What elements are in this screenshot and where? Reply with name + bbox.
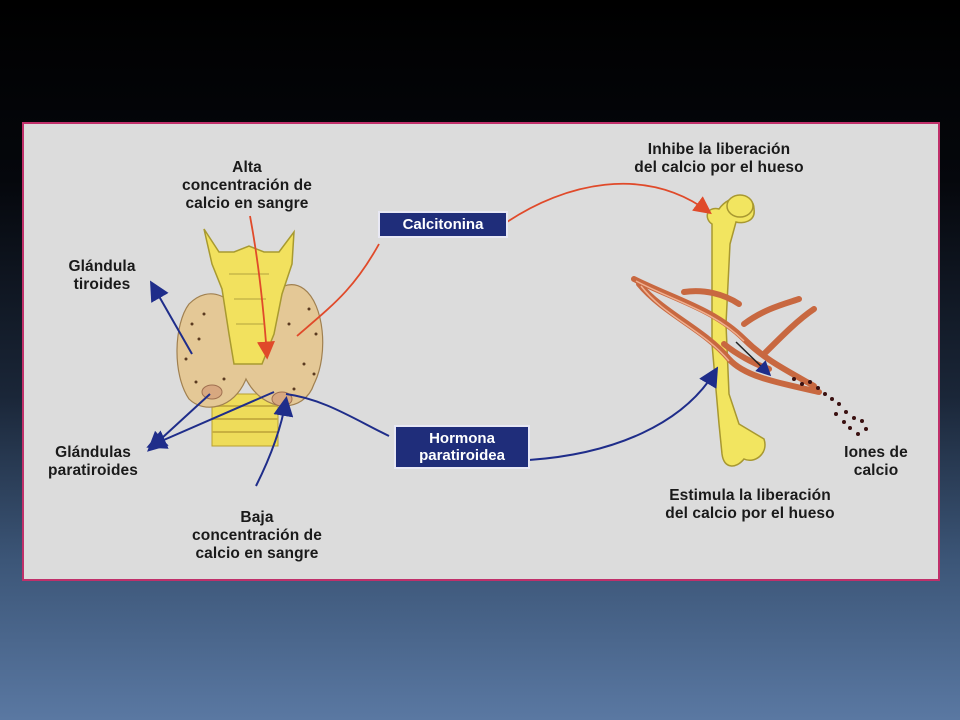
label-parathyroid-glands: Glándulas paratiroides	[48, 444, 138, 479]
diagram-panel: Alta concentración de calcio en sangre I…	[22, 122, 940, 581]
parathyroid-arrows	[146, 280, 719, 487]
label-high-calcium: Alta concentración de calcio en sangre	[182, 159, 312, 212]
femur-bone-illustration	[706, 194, 766, 467]
box-parathyroid-hormone: Hormona paratiroidea	[394, 425, 530, 469]
label-calcium-ions: Iones de calcio	[844, 444, 908, 479]
box-calcitonin: Calcitonina	[378, 211, 508, 238]
calcitonin-arrows	[249, 182, 712, 360]
label-thyroid-gland: Glándula tiroides	[68, 258, 136, 293]
spongy-bone-illustration	[631, 276, 822, 395]
label-low-calcium: Baja concentración de calcio en sangre	[192, 509, 322, 562]
diagram-canvas	[146, 182, 868, 487]
label-stimulates-release: Estimula la liberación del calcio por el…	[665, 487, 835, 522]
calcium-ions-illustration	[792, 377, 868, 436]
label-inhibits-release: Inhibe la liberación del calcio por el h…	[634, 141, 804, 176]
larynx-cartilage-illustration	[203, 228, 295, 365]
